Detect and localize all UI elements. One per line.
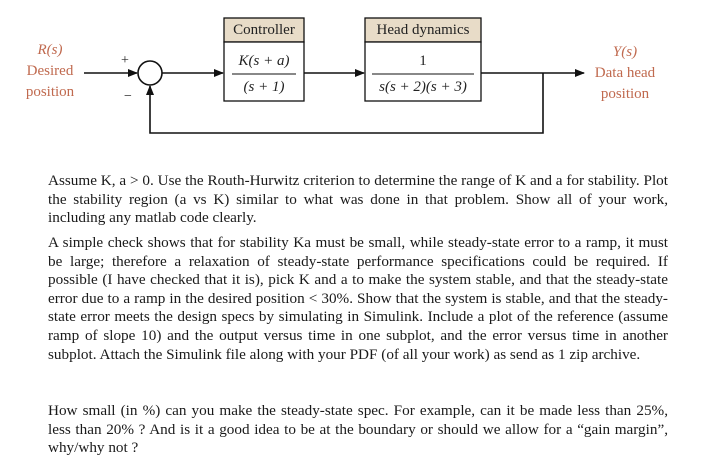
input-signal-name: R(s) (37, 42, 63, 58)
question-3: How small (in %) can you make the steady… (48, 402, 668, 457)
plant-block (364, 17, 482, 102)
block-diagram (84, 17, 585, 134)
question-1: Assume K, a > 0. Use the Routh-Hurwitz c… (48, 172, 668, 227)
feedback-path (146, 73, 544, 134)
output-line2: position (600, 86, 650, 102)
controller-block (223, 17, 305, 102)
controller-numerator: K(s + a) (238, 53, 290, 69)
input-signal-label: R(s) Desired position (10, 40, 90, 103)
plus-sign: + (121, 53, 129, 68)
input-line2: position (25, 84, 75, 100)
controller-denominator: (s + 1) (243, 79, 285, 95)
controller-title: Controller (233, 22, 295, 38)
minus-sign: − (124, 89, 132, 104)
input-line1: Desired (26, 63, 74, 79)
question-2: A simple check shows that for stability … (48, 234, 668, 363)
plant-denominator: s(s + 2)(s + 3) (379, 79, 467, 95)
output-line1: Data head (594, 65, 656, 81)
output-signal-label: Y(s) Data head position (585, 42, 665, 105)
output-signal-name: Y(s) (612, 44, 638, 60)
plant-numerator: 1 (419, 53, 427, 69)
plant-title: Head dynamics (376, 22, 470, 38)
summing-junction (137, 60, 163, 86)
